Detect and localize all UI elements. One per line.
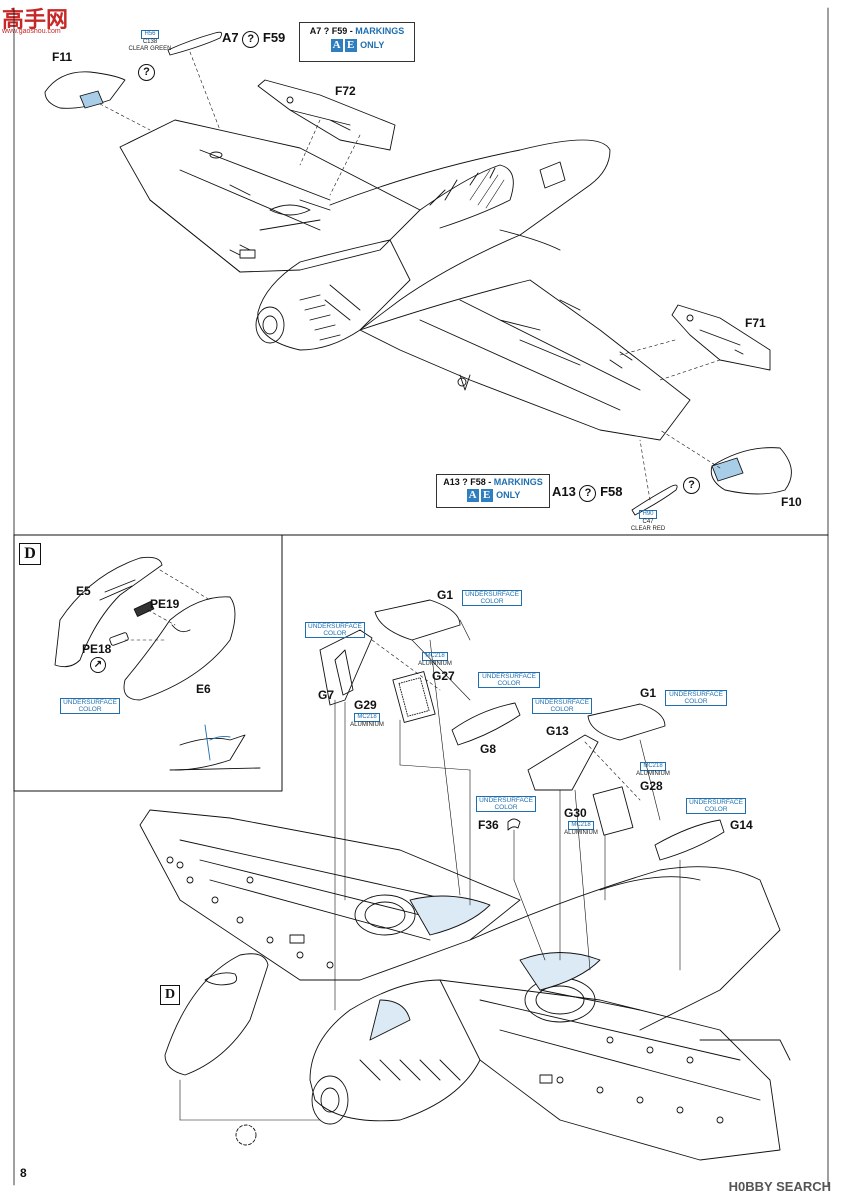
- part-G14: [654, 819, 725, 861]
- watermark-hobbysearch: H0BBY SEARCH: [728, 1179, 831, 1194]
- label-G13: G13: [546, 724, 569, 738]
- step-d-reference: D: [160, 985, 180, 1005]
- label-PE18: PE18: [82, 642, 112, 656]
- label-G1-right: G1: [640, 686, 657, 700]
- label-G29: G29: [354, 698, 377, 712]
- question-mark-top: ?: [138, 62, 155, 81]
- part-G29: [392, 671, 436, 723]
- part-G8: [451, 702, 521, 746]
- page-number: 8: [20, 1166, 27, 1180]
- note-undersurface-g7: UNDERSURFACE COLOR: [305, 622, 365, 638]
- label-G30: G30: [564, 806, 587, 820]
- part-G1-left: [374, 599, 461, 641]
- note-undersurface-g8: UNDERSURFACE COLOR: [478, 672, 540, 688]
- note-undersurface-f36: UNDERSURFACE COLOR: [476, 796, 536, 812]
- label-G8: G8: [480, 742, 497, 756]
- part-G30: [592, 786, 634, 836]
- part-clear-green: [167, 31, 223, 56]
- part-G7: [319, 629, 373, 706]
- part-F71: [671, 304, 771, 371]
- part-clear-red: [631, 484, 678, 516]
- label-G7: G7: [318, 688, 335, 702]
- part-F11: [44, 71, 126, 109]
- label-E5: E5: [76, 584, 91, 598]
- note-undersurface-d: UNDERSURFACE COLOR: [60, 698, 120, 714]
- label-G27: G27: [432, 669, 455, 683]
- label-F71: F71: [745, 316, 766, 330]
- note-undersurface-g14: UNDERSURFACE COLOR: [686, 798, 746, 814]
- part-F10: [710, 447, 792, 495]
- site-url: www.gaoshou.com: [2, 28, 61, 35]
- note-undersurface-g13: UNDERSURFACE COLOR: [532, 698, 592, 714]
- label-PE19: PE19: [150, 597, 180, 611]
- part-G1-right: [587, 703, 666, 741]
- label-F72: F72: [335, 84, 356, 98]
- site-logo: 高手网: [2, 7, 69, 32]
- paint-note-clear-green: H56 C138 CLEAR GREEN: [128, 30, 172, 52]
- inset-d-frame: [13, 534, 283, 792]
- part-F72: [257, 79, 396, 151]
- label-E6: E6: [196, 682, 211, 696]
- small-d-drawing: [164, 953, 269, 1146]
- paint-note-clear-red: H90 C47 CLEAR RED: [630, 510, 666, 532]
- note-undersurface-g1-left: UNDERSURFACE COLOR: [462, 590, 522, 606]
- option-A7-F59: A7 ? F59: [222, 30, 285, 48]
- bend-icon: ↗: [90, 657, 106, 673]
- label-G14: G14: [730, 818, 753, 832]
- label-F36: F36: [478, 818, 499, 832]
- question-mark-bottom: ?: [683, 475, 700, 494]
- inset-d-drawing: [54, 556, 261, 771]
- label-G28: G28: [640, 779, 663, 793]
- label-F10: F10: [781, 495, 802, 509]
- option-A13-F58: A13 ? F58: [552, 484, 623, 502]
- upper-aircraft: [119, 119, 691, 441]
- part-F36: [507, 818, 521, 831]
- label-F11: F11: [52, 50, 73, 64]
- note-undersurface-g1-right: UNDERSURFACE COLOR: [665, 690, 727, 706]
- step-d-badge: D: [19, 543, 41, 565]
- label-G1-left: G1: [437, 588, 454, 602]
- part-G13: [527, 734, 599, 791]
- lower-aircraft: [139, 809, 791, 1161]
